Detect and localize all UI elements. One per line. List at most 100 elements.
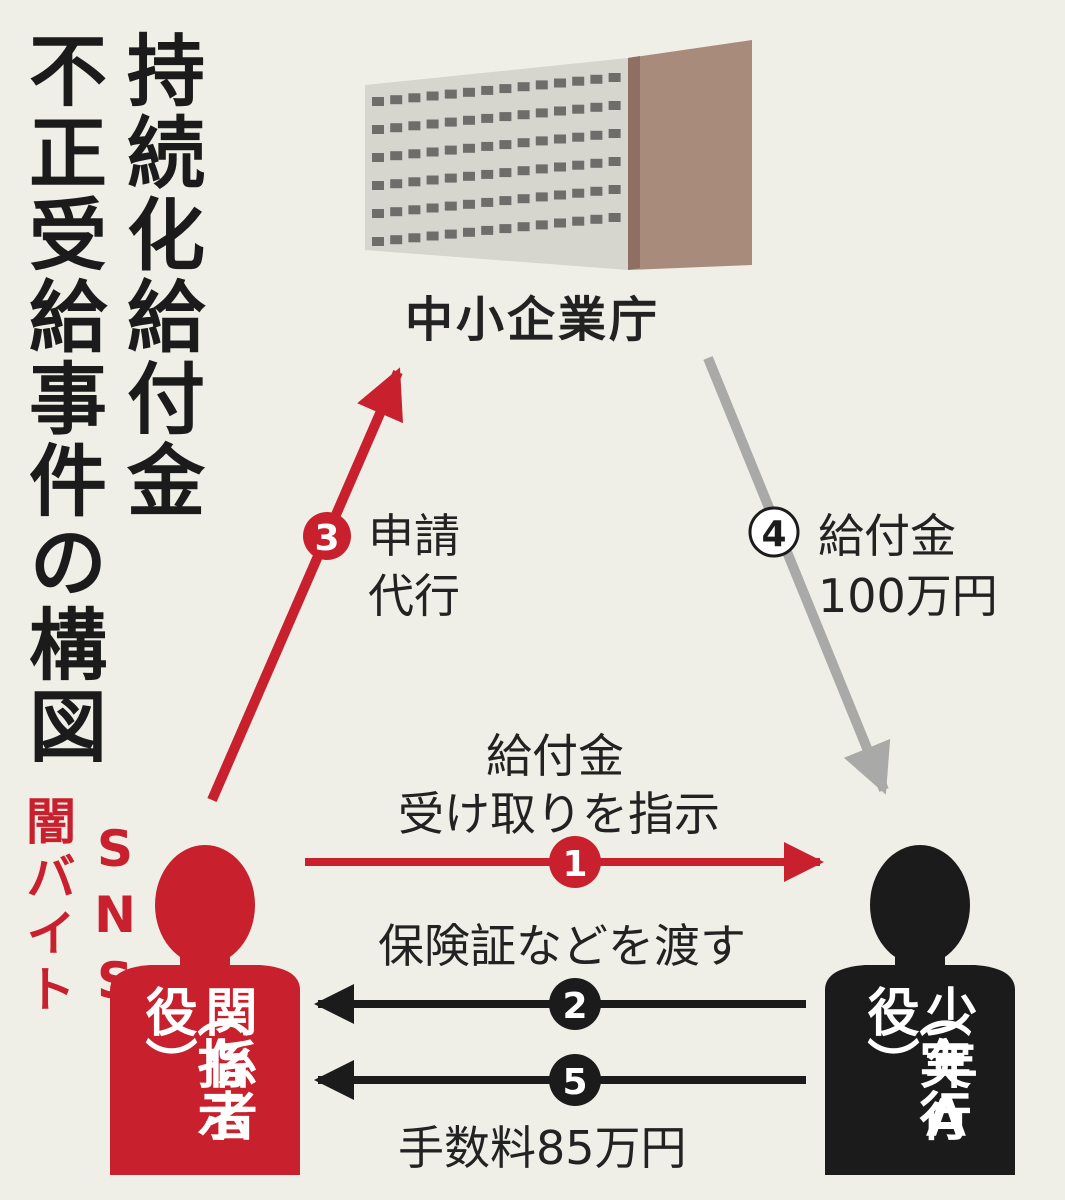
building-window <box>572 160 585 170</box>
building-window <box>408 149 421 159</box>
building-window <box>554 162 566 172</box>
building-window <box>572 104 585 114</box>
building-window <box>499 140 512 150</box>
boy-label-line-1: 少年A <box>916 985 976 1149</box>
building-window <box>499 84 512 94</box>
step-3-label-line-2: 代行 <box>368 569 460 623</box>
building-window <box>426 203 439 213</box>
building-window <box>481 169 494 179</box>
building-window <box>426 175 439 185</box>
building-window <box>408 233 421 243</box>
building-window <box>499 196 512 206</box>
building-window <box>535 192 548 202</box>
building-window <box>372 153 384 162</box>
building-window <box>608 213 621 222</box>
building-window <box>408 177 421 187</box>
building-window <box>608 101 621 110</box>
building-window <box>590 74 603 84</box>
building-window <box>535 136 548 146</box>
building-window <box>444 229 457 239</box>
step-badge-1: 1 <box>549 836 601 888</box>
building-window <box>517 82 530 92</box>
boy-label-line-2: （実行役） <box>858 985 970 1141</box>
building-window <box>608 73 621 82</box>
building-window <box>481 197 494 207</box>
building-window <box>408 93 421 103</box>
step-badge-3-number: 3 <box>314 518 339 559</box>
building-window <box>426 119 439 129</box>
sns-tag-line-2: 闇バイト <box>18 795 76 1019</box>
building-window <box>572 188 585 198</box>
step-2-label: 保険証などを渡す <box>378 919 746 973</box>
building-window <box>463 227 475 237</box>
instructor-label-line-2: （指示役） <box>136 985 248 1141</box>
building-window <box>590 214 603 224</box>
building-window <box>572 132 585 142</box>
step-badge-1-number: 1 <box>562 844 587 885</box>
building-window <box>372 209 384 218</box>
building-window <box>463 115 475 125</box>
building-window <box>535 220 548 230</box>
building-window <box>481 85 494 95</box>
building-window <box>572 216 585 226</box>
step-badge-3: 3 <box>303 512 351 560</box>
building-window <box>499 168 512 178</box>
step-1-label-line-1: 給付金 <box>486 729 624 783</box>
building-window <box>372 237 384 246</box>
building-window <box>590 130 603 140</box>
building-window <box>535 164 548 174</box>
building-window <box>590 158 603 168</box>
building-window <box>390 235 403 245</box>
building-window <box>554 134 566 144</box>
building-window <box>390 151 403 161</box>
building-window <box>426 147 439 157</box>
step-badge-2-number: 2 <box>562 986 587 1027</box>
building-window <box>517 194 530 204</box>
instructor-person-icon <box>110 845 300 1175</box>
step-badge-4: 4 <box>748 506 800 558</box>
building-icon <box>365 40 752 270</box>
step-4-label-line-1: 給付金 <box>818 509 956 563</box>
step-1-label-line-2: 受け取りを指示 <box>398 787 720 841</box>
building-window <box>554 218 566 228</box>
agency-label: 中小企業庁 <box>405 292 661 348</box>
building-window <box>390 207 403 217</box>
building-window <box>499 112 512 122</box>
step-badge-2: 2 <box>549 978 601 1030</box>
step-5-label: 手数料85万円 <box>398 1121 687 1175</box>
building-window <box>408 205 421 215</box>
step-badge-5: 5 <box>549 1054 601 1106</box>
building-window <box>535 108 548 118</box>
instructor-label-line-1: 関係者 <box>196 985 256 1141</box>
building-window <box>554 78 566 88</box>
building-window <box>608 157 621 166</box>
sns-tag-line-1: SNS <box>86 820 144 1018</box>
building-window <box>444 145 457 155</box>
building-window <box>608 129 621 138</box>
building-window <box>426 91 439 101</box>
building-window <box>517 222 530 232</box>
building-window <box>572 76 585 86</box>
building-window <box>554 106 566 116</box>
building-window <box>463 199 475 209</box>
building-window <box>372 97 384 106</box>
building-window <box>463 87 475 97</box>
building-window <box>390 95 403 105</box>
building-window <box>517 138 530 148</box>
building-window <box>590 186 603 196</box>
building-window <box>444 201 457 211</box>
building-window <box>444 117 457 127</box>
title-line-1: 持続化給付金 <box>114 30 204 522</box>
building-window <box>463 171 475 181</box>
step-3-label-line-1: 申請 <box>368 509 460 563</box>
building-window <box>481 225 494 235</box>
building-window <box>390 179 403 189</box>
building-window <box>408 121 421 131</box>
building-window <box>499 224 512 234</box>
building-window <box>535 80 548 90</box>
building-window <box>554 190 566 200</box>
arrow-step-4 <box>703 356 891 795</box>
building-window <box>481 141 494 151</box>
building-window <box>444 89 457 99</box>
building-window <box>426 231 439 241</box>
